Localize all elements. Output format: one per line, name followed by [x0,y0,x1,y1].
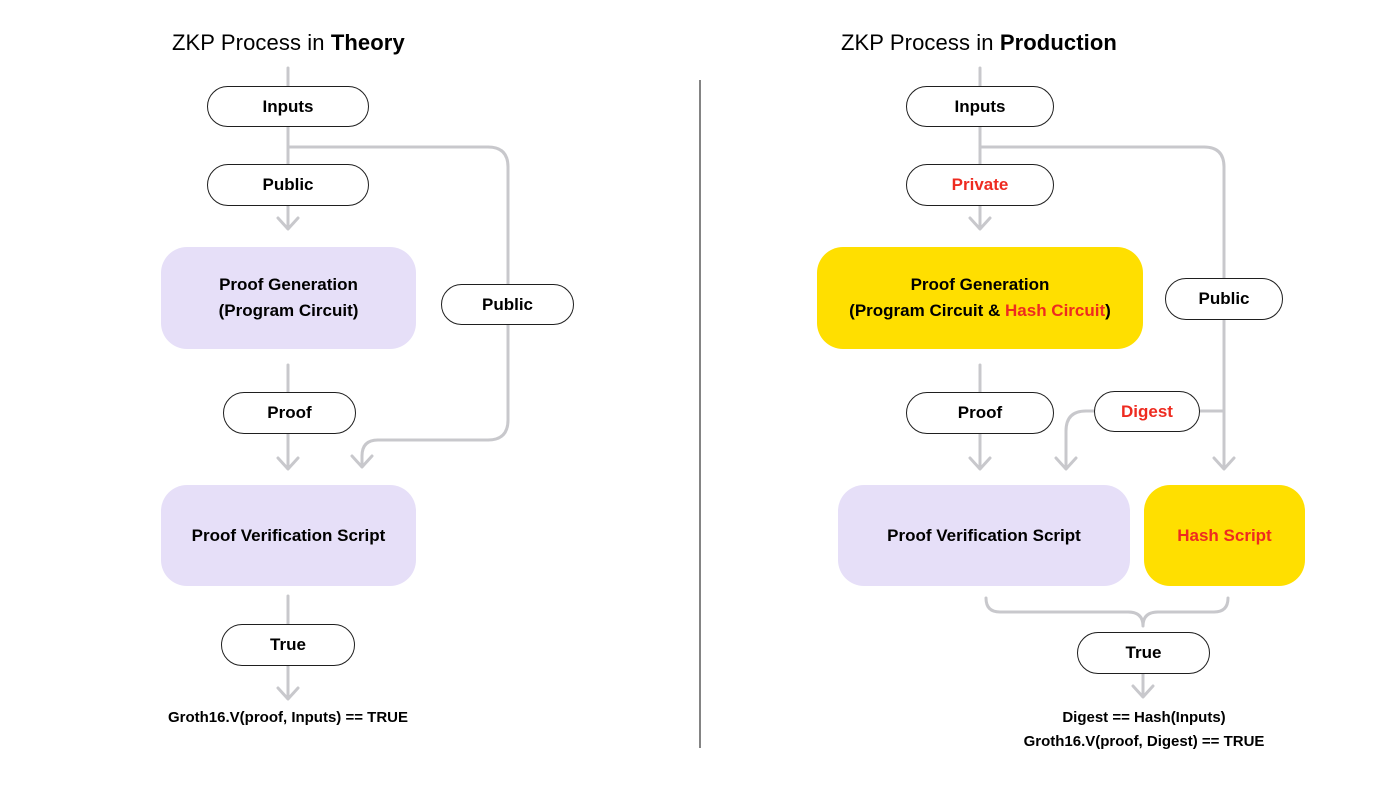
production-true-to-formula-arrowhead [1131,684,1155,699]
theory-formula: Groth16.V(proof, Inputs) == TRUE [167,709,408,726]
theory-proof-verification-box: Proof Verification Script [161,485,416,586]
production-public-side-to-hash-arrowhead [1212,456,1236,471]
production-formula-line1: Digest == Hash(Inputs) [1062,709,1226,726]
production-proof-generation-line2: (Program Circuit & Hash Circuit) [849,298,1111,324]
production-digest-to-verify-line [1064,409,1096,470]
theory-inputs-node: Inputs [207,86,369,127]
production-proof-generation-line1: Proof Generation [910,275,1050,294]
production-proof-generation-open: (Program Circuit & [849,301,1006,320]
production-proof-verification-box: Proof Verification Script [838,485,1130,586]
production-private-to-proofgen-arrowhead [968,216,992,231]
production-proof-generation-close: ) [1105,301,1111,320]
theory-proof-node: Proof [223,392,356,434]
theory-public-branch-line [286,145,510,286]
production-digest-node: Digest [1094,391,1200,432]
production-title-prefix: ZKP Process in [841,30,1000,55]
production-inputs-node: Inputs [906,86,1054,127]
theory-title-bold: Theory [330,30,405,55]
production-formula-line2: Groth16.V(proof, Digest) == TRUE [1023,733,1265,750]
theory-proof-generation-line1: Proof Generation [219,275,358,294]
theory-title-prefix: ZKP Process in [172,30,331,55]
theory-proof-to-verify-arrowhead [276,456,300,471]
production-proof-generation-hash-circuit: Hash Circuit [1005,301,1106,320]
production-title: ZKP Process in Production [841,30,1117,56]
production-public-side-node: Public [1165,278,1283,320]
production-title-bold: Production [999,30,1117,55]
production-proof-to-verify-arrowhead [968,456,992,471]
production-proof-generation-box: Proof Generation (Program Circuit & Hash… [817,247,1143,349]
production-digest-to-verify-arrowhead [1054,456,1078,471]
theory-proof-generation-line2: (Program Circuit) [218,301,359,320]
theory-public-node: Public [207,164,369,206]
theory-public-side-node: Public [441,284,574,325]
theory-public-to-proofgen-arrowhead [276,216,300,231]
production-true-node: True [1077,632,1210,674]
theory-true-node: True [221,624,355,666]
production-hash-script-box: Hash Script [1144,485,1305,586]
production-public-branch-line [978,145,1226,280]
theory-public-side-to-verify-line [360,323,510,468]
theory-proof-generation-box: Proof Generation (Program Circuit) [161,247,416,349]
production-merge-bracket [984,596,1230,628]
production-proof-node: Proof [906,392,1054,434]
theory-public-side-arrowhead [350,454,374,469]
production-private-node: Private [906,164,1054,206]
theory-true-to-formula-arrowhead [276,686,300,701]
theory-title: ZKP Process in Theory [172,30,405,56]
